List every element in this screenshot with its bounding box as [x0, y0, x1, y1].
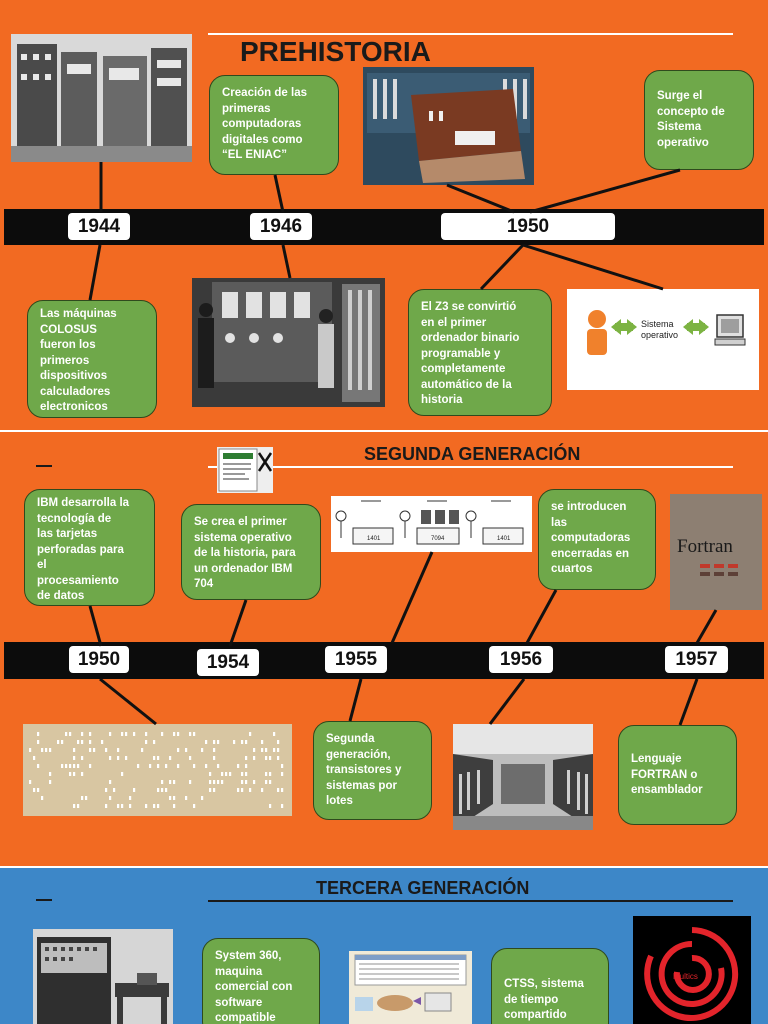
section-title-tercera: TERCERA GENERACIÓN — [316, 878, 529, 899]
thumbnail-document — [217, 447, 273, 493]
photo-system-360 — [33, 929, 173, 1024]
title-dash — [36, 465, 52, 467]
diagram-label-1401-b: 1401 — [497, 536, 510, 542]
box-fortran: Lenguaje FORTRAN o ensamblador — [618, 725, 737, 825]
box-so-concept: Surge el concepto de Sistema operativo — [644, 70, 754, 170]
box-first-os: Se crea el primer sistema operativo de l… — [181, 504, 321, 600]
title-rule — [208, 466, 733, 468]
photo-computer-room — [453, 724, 593, 830]
box-system360: System 360, maquina comercial con softwa… — [202, 938, 320, 1024]
section-separator — [0, 430, 768, 432]
year-label-1944: 1944 — [68, 213, 130, 240]
box-z3: El Z3 se convirtió en el primer ordenado… — [408, 289, 552, 416]
section-title-segunda: SEGUNDA GENERACIÓN — [364, 444, 580, 465]
logo-multics: Multics — [633, 916, 751, 1024]
year-label-1957: 1957 — [665, 646, 728, 673]
year-label-1954: 1954 — [197, 649, 259, 676]
diagram-label-sistema-operativo: Sistema operativo — [641, 319, 687, 341]
year-label-1956: 1956 — [489, 646, 553, 673]
diagram-label-7094: 7094 — [431, 536, 444, 542]
section-title-prehistoria: PREHISTORIA — [240, 36, 431, 68]
photo-eniac — [192, 278, 385, 407]
diagram-ibm-batch-system: 1401 7094 1401 — [331, 496, 532, 552]
photo-colossus-machines — [11, 34, 192, 162]
box-colosus: Las máquinas COLOSUS fueron los primeros… — [27, 300, 157, 418]
box-ctss: CTSS, sistema de tiempo compartido — [491, 948, 609, 1024]
box-eniac: Creación de las primeras computadoras di… — [209, 75, 339, 175]
image-punch-card — [23, 724, 292, 816]
title-rule — [208, 900, 733, 902]
section-separator — [0, 866, 768, 868]
photo-z3-computer — [363, 67, 534, 185]
title-dash — [36, 899, 52, 901]
multics-label: Multics — [673, 972, 698, 981]
image-fortran-manual: Fortran — [670, 494, 762, 610]
diagram-label-1401-a: 1401 — [367, 536, 380, 542]
year-label-1946: 1946 — [250, 213, 312, 240]
title-rule — [208, 33, 733, 35]
box-ibm-cards: IBM desarrolla la tecnología de las tarj… — [24, 489, 155, 606]
diagram-operating-system: Sistema operativo — [567, 289, 759, 390]
year-label-1950: 1950 — [441, 213, 615, 240]
box-enclosed-computers: se introducen las computadoras encerrada… — [538, 489, 656, 590]
year-label-1955: 1955 — [325, 646, 387, 673]
year-label-1950-b: 1950 — [69, 646, 129, 673]
image-ctss-interface — [349, 951, 472, 1024]
box-transistors: Segunda generación, transistores y siste… — [313, 721, 432, 820]
